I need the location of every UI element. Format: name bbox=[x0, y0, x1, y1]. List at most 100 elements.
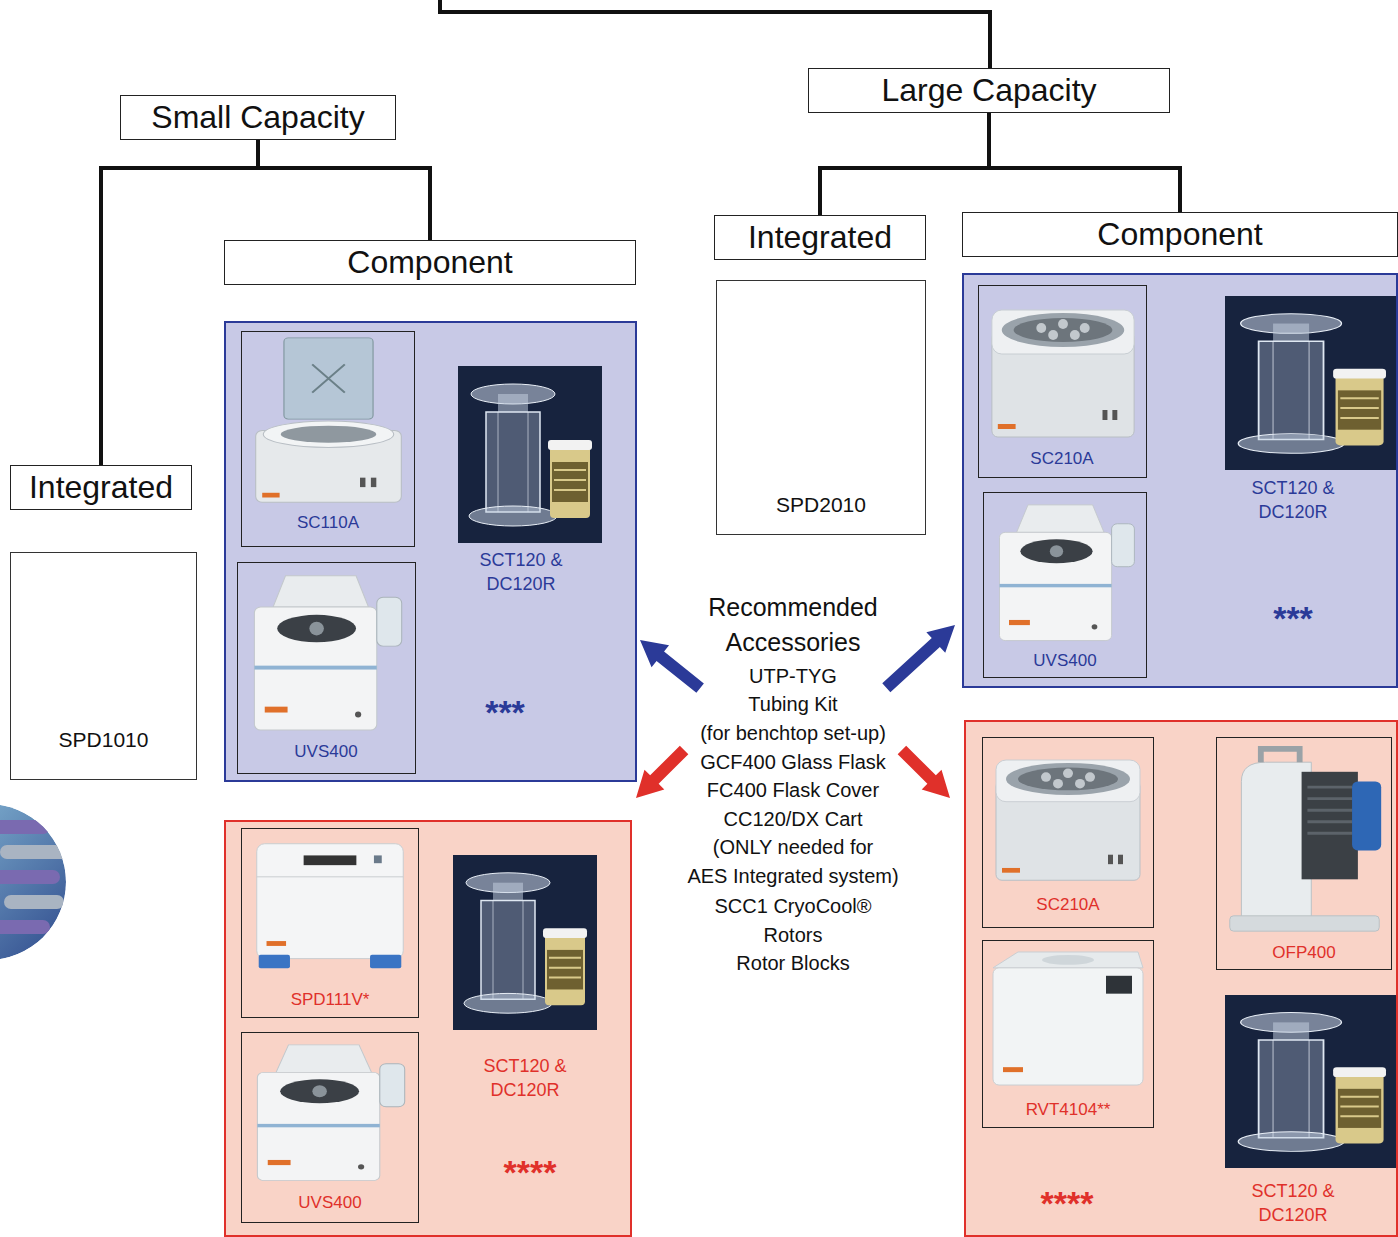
text-holder: OFP400 bbox=[1272, 941, 1335, 965]
product-photo-box: RVT4104** bbox=[982, 940, 1154, 1128]
text-holder: SC210A bbox=[1036, 893, 1099, 917]
category-box: Integrated bbox=[714, 215, 926, 260]
text-holder: GCF400 Glass Flask bbox=[700, 750, 886, 774]
category-box: Integrated bbox=[10, 465, 192, 510]
text-holder: (for benchtop set-up) bbox=[700, 721, 886, 745]
pointer-arrow bbox=[877, 615, 965, 698]
rating-stars: **** bbox=[504, 1155, 557, 1189]
decorative-photo bbox=[0, 804, 70, 960]
accessory-note: Tubing Kit bbox=[748, 692, 837, 716]
centrifuge-photo bbox=[256, 338, 402, 502]
pointer-arrow bbox=[877, 615, 965, 698]
category-box: Component bbox=[224, 240, 636, 285]
product-name: SPD2010 bbox=[776, 493, 866, 517]
product-name: UVS400 bbox=[1033, 649, 1096, 673]
decorative-photo bbox=[0, 804, 66, 960]
accessory-note: AES Integrated system) bbox=[687, 864, 898, 888]
product-name: SCT120 & DC120R bbox=[1238, 476, 1348, 524]
text-holder: SPD1010 bbox=[59, 728, 149, 752]
rating-stars: *** bbox=[485, 695, 525, 729]
category-label: Integrated bbox=[29, 469, 173, 506]
decorative-photo bbox=[4, 895, 64, 909]
accessory-note: Rotor Blocks bbox=[736, 951, 849, 975]
pointer-arrow bbox=[892, 740, 960, 808]
accessory-note: (ONLY needed for bbox=[713, 835, 873, 859]
product-name: RVT4104** bbox=[1026, 1098, 1111, 1122]
product-photo-box: SC110A bbox=[241, 331, 415, 547]
product-photo-box: SPD111V* bbox=[241, 828, 419, 1018]
tree-connector bbox=[258, 140, 430, 240]
product-photo-box: UVS400 bbox=[983, 492, 1147, 678]
trap-photo bbox=[1000, 505, 1135, 641]
category-label: Component bbox=[1097, 216, 1262, 253]
product-group-panel: SC110AUVS400SCT120 & DC120R*** bbox=[224, 321, 637, 782]
decorative-photo bbox=[0, 870, 60, 884]
product-name: UVS400 bbox=[298, 1191, 361, 1215]
product-box: SPD2010 bbox=[716, 280, 926, 535]
product-photo-box: SC210A bbox=[978, 285, 1147, 478]
accessory-note: CC120/DX Cart bbox=[724, 807, 863, 831]
product-name: UVS400 bbox=[294, 740, 357, 764]
trap-kit-photo bbox=[1225, 995, 1398, 1168]
trap-photo bbox=[993, 952, 1143, 1085]
product-name: SPD1010 bbox=[59, 728, 149, 752]
text-holder: SC210A bbox=[1030, 447, 1093, 471]
panel-ground bbox=[964, 720, 1398, 1237]
accessory-note: FC400 Flask Cover bbox=[707, 778, 879, 802]
product-name: SC210A bbox=[1030, 447, 1093, 471]
centrifuge-photo bbox=[992, 310, 1134, 437]
trap-kit-photo bbox=[458, 366, 602, 543]
decorative-photo bbox=[0, 920, 50, 934]
text-holder: Recommended Accessories bbox=[683, 590, 903, 660]
product-group-panel: SPD111V*UVS400SCT120 & DC120R**** bbox=[224, 820, 632, 1237]
rating-stars: **** bbox=[1041, 1186, 1094, 1220]
text-holder: SCC1 CryoCool® bbox=[714, 894, 871, 918]
category-label: Component bbox=[347, 244, 512, 281]
category-label: Large Capacity bbox=[881, 72, 1096, 109]
panel-ground bbox=[224, 321, 637, 782]
text-holder: SC110A bbox=[297, 511, 359, 535]
accessory-note: UTP-TYG bbox=[749, 664, 837, 688]
rating-stars: *** bbox=[1273, 601, 1313, 635]
panel-ground bbox=[224, 820, 632, 1237]
pointer-arrow bbox=[631, 629, 709, 699]
text-holder: SPD111V* bbox=[291, 988, 370, 1012]
category-box: Component bbox=[962, 212, 1398, 257]
product-group-panel: SC210A UVS400 SCT120 & DC120R *** bbox=[962, 273, 1398, 688]
pointer-arrow bbox=[892, 740, 960, 808]
pointer-arrow bbox=[631, 629, 709, 699]
trap-photo bbox=[254, 576, 401, 730]
product-name: OFP400 bbox=[1272, 941, 1335, 965]
concentrator-photo bbox=[257, 844, 403, 969]
category-box: Small Capacity bbox=[120, 95, 396, 140]
product-box: SPD1010 bbox=[10, 552, 197, 780]
product-name: SC210A bbox=[1036, 893, 1099, 917]
text-holder: UVS400 bbox=[294, 740, 357, 764]
text-holder: *** bbox=[1273, 601, 1313, 635]
accessory-note: Rotors bbox=[764, 923, 823, 947]
panel-ground bbox=[962, 273, 1398, 688]
accessory-note: Recommended Accessories bbox=[683, 590, 903, 660]
product-group-panel: SC210AOFP400RVT4104**SCT120 & DC120R**** bbox=[964, 720, 1398, 1237]
text-holder: UVS400 bbox=[298, 1191, 361, 1215]
text-holder: Rotor Blocks bbox=[736, 951, 849, 975]
tree-connector bbox=[820, 113, 989, 215]
product-name: SC110A bbox=[297, 511, 359, 535]
product-photo-box: SC210A bbox=[982, 737, 1154, 928]
tree-connector bbox=[989, 113, 1180, 212]
accessory-note: (for benchtop set-up) bbox=[700, 721, 886, 745]
product-photo-box: UVS400 bbox=[237, 562, 416, 774]
accessory-note: SCC1 CryoCool® bbox=[714, 894, 871, 918]
tree-connector bbox=[101, 140, 258, 465]
text-holder: AES Integrated system) bbox=[687, 864, 898, 888]
text-holder: Tubing Kit bbox=[748, 692, 837, 716]
category-label: Small Capacity bbox=[151, 99, 364, 136]
category-box: Large Capacity bbox=[808, 68, 1170, 113]
text-holder: RVT4104** bbox=[1026, 1098, 1111, 1122]
text-holder: *** bbox=[485, 695, 525, 729]
category-label: Integrated bbox=[748, 219, 892, 256]
